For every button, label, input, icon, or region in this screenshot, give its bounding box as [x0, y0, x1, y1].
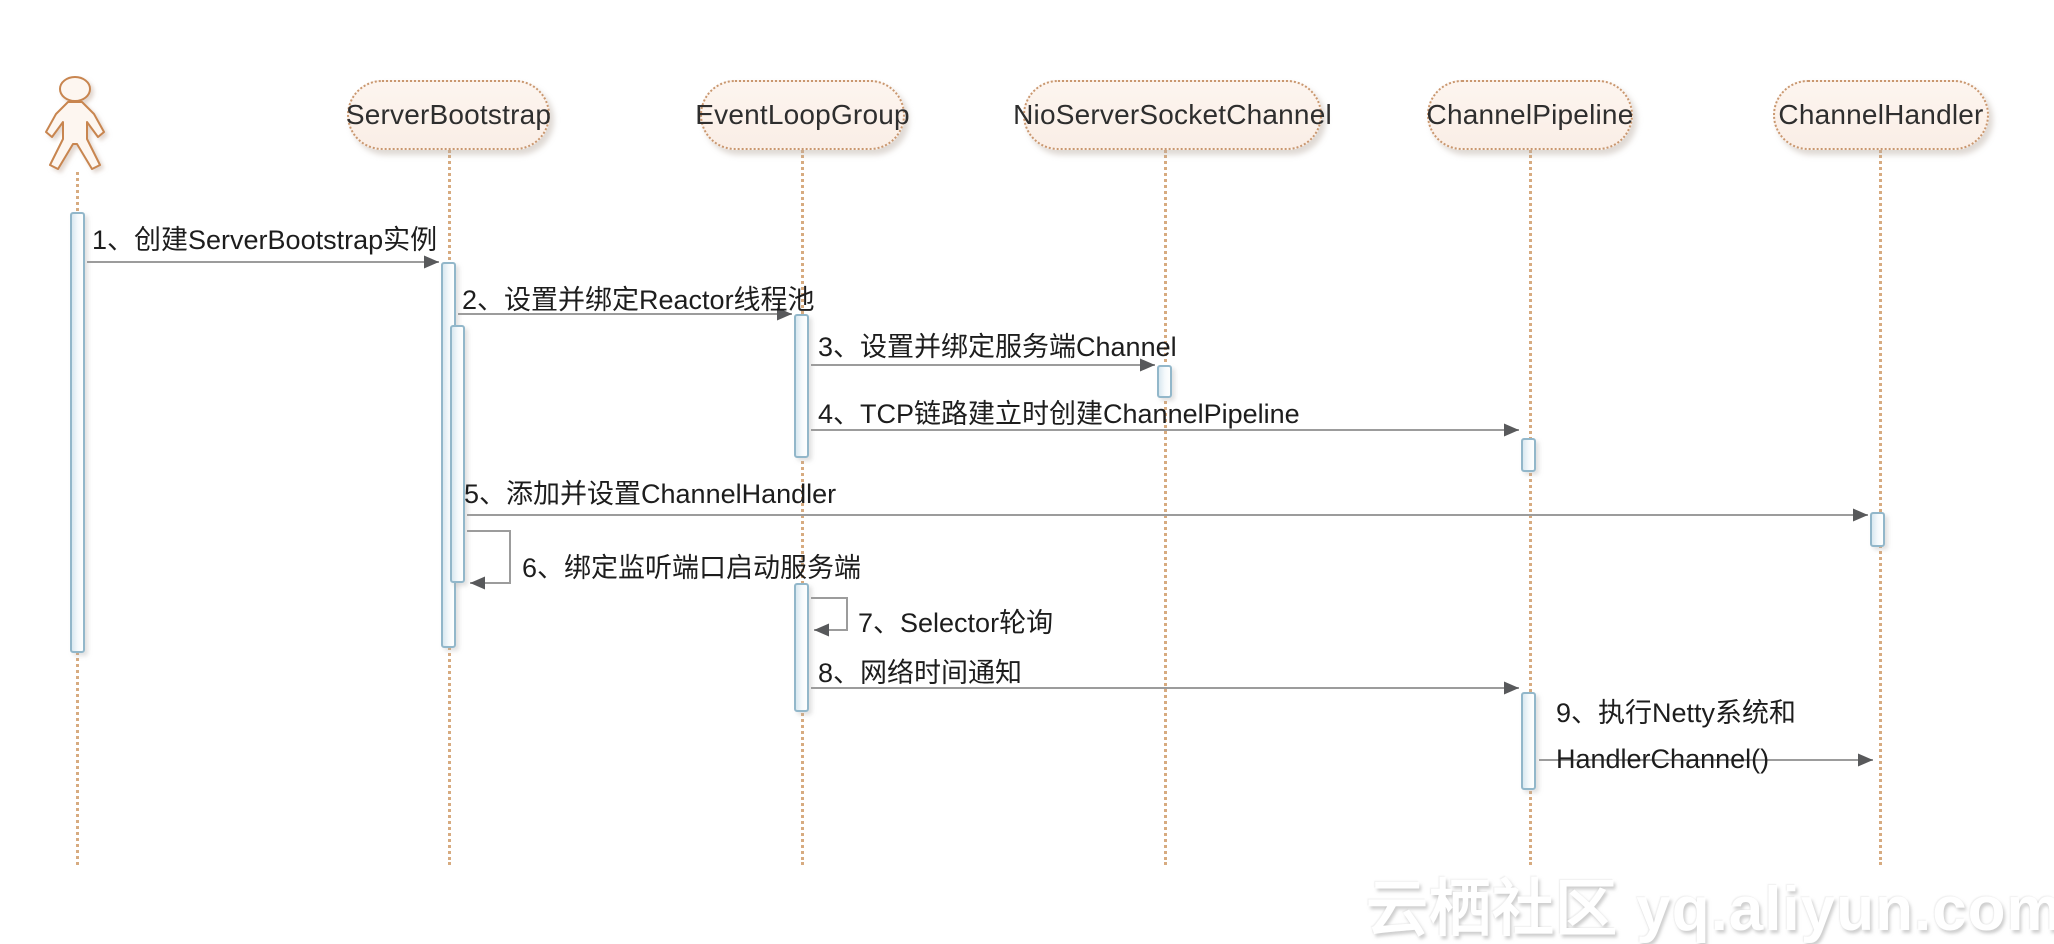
lifeline-head-channelpipeline: ChannelPipeline — [1427, 80, 1633, 150]
activation-bar-channelhandler — [1870, 512, 1885, 547]
activation-bar-channelpipeline-1 — [1521, 438, 1536, 472]
activation-bar-channelpipeline-2 — [1521, 692, 1536, 790]
activation-bar-niochannel — [1157, 365, 1172, 398]
lifeline-head-eventloopgroup: EventLoopGroup — [695, 80, 910, 150]
activation-bar-eventloopgroup-1 — [794, 314, 809, 458]
arrow-msg7-selfloop — [811, 597, 848, 637]
activation-bar-actor — [70, 212, 85, 653]
message-4-label: 4、TCP链路建立时创建ChannelPipeline — [818, 399, 1300, 429]
lifeline-nioserversocketchannel — [1164, 150, 1167, 865]
message-1-label: 1、创建ServerBootstrap实例 — [92, 225, 438, 255]
actor-icon — [45, 76, 105, 170]
message-9-line1: 9、执行Netty系统和 — [1556, 698, 1797, 728]
lifeline-channelhandler — [1879, 150, 1882, 865]
message-8-label: 8、网络时间通知 — [818, 658, 1023, 688]
lifeline-head-channelhandler: ChannelHandler — [1773, 80, 1989, 150]
arrow-msg6-selfloop — [467, 530, 511, 590]
message-6-label: 6、绑定监听端口启动服务端 — [522, 553, 862, 583]
message-2-label: 2、设置并绑定Reactor线程池 — [462, 285, 815, 315]
message-7-label: 7、Selector轮询 — [858, 608, 1054, 638]
lifeline-head-serverbootstrap: ServerBootstrap — [346, 80, 551, 150]
activation-bar-eventloopgroup-2 — [794, 583, 809, 712]
lifeline-eventloopgroup — [801, 150, 804, 865]
message-5-label: 5、添加并设置ChannelHandler — [464, 479, 837, 509]
message-3-label: 3、设置并绑定服务端Channel — [818, 332, 1177, 362]
watermark: 云栖社区 yq.aliyun.com — [1366, 875, 2054, 944]
lifeline-head-nioserversocketchannel: NioServerSocketChannel — [1013, 80, 1332, 150]
lifeline-channelpipeline — [1529, 150, 1532, 865]
activation-bar-serverbootstrap-nested — [450, 325, 465, 583]
message-9-line2: HandlerChannel() — [1556, 744, 1770, 774]
message-9-label: 9、执行Netty系统和 HandlerChannel() — [1556, 690, 1796, 782]
